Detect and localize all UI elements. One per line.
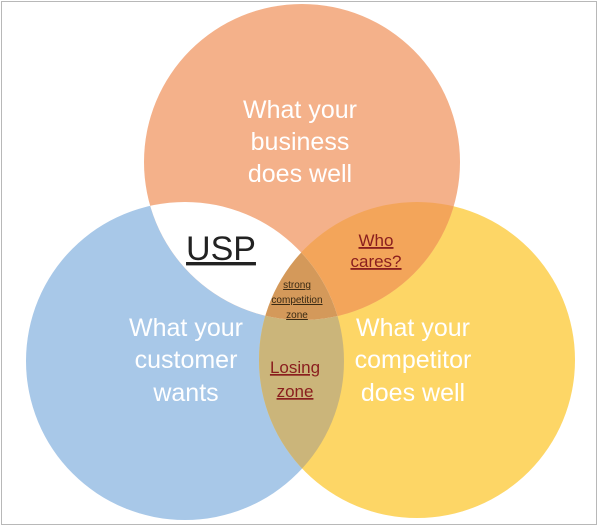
customer-label-line-3: wants: [152, 379, 218, 407]
strong-competition-label: strong competition zone: [271, 280, 322, 321]
business-circle-label: What your business does well: [243, 96, 357, 188]
competitor-label-line-2: competitor: [355, 346, 472, 374]
usp-label: USP: [186, 230, 256, 268]
competitor-circle-label: What your competitor does well: [355, 314, 472, 407]
competitor-label-line-1: What your: [356, 314, 470, 342]
strong-competition-line-1: strong: [283, 280, 311, 291]
customer-label-line-2: customer: [135, 346, 238, 374]
business-label-line-1: What your: [243, 96, 357, 124]
who-cares-region: [259, 202, 460, 320]
who-cares-line-1: Who: [359, 231, 394, 250]
losing-zone-line-2: zone: [277, 382, 314, 401]
customer-label-line-1: What your: [129, 314, 243, 342]
strong-competition-line-2: competition: [271, 295, 322, 306]
strong-competition-line-3: zone: [286, 310, 308, 321]
who-cares-line-2: cares?: [350, 252, 401, 271]
competitor-label-line-3: does well: [361, 379, 465, 407]
who-cares-label: Who cares?: [350, 231, 401, 271]
customer-circle-label: What your customer wants: [129, 314, 243, 407]
losing-zone-label: Losing zone: [270, 358, 320, 401]
business-label-line-3: does well: [248, 160, 352, 188]
usp-region: [144, 202, 344, 320]
business-label-line-2: business: [251, 128, 350, 156]
losing-zone-line-1: Losing: [270, 358, 320, 377]
